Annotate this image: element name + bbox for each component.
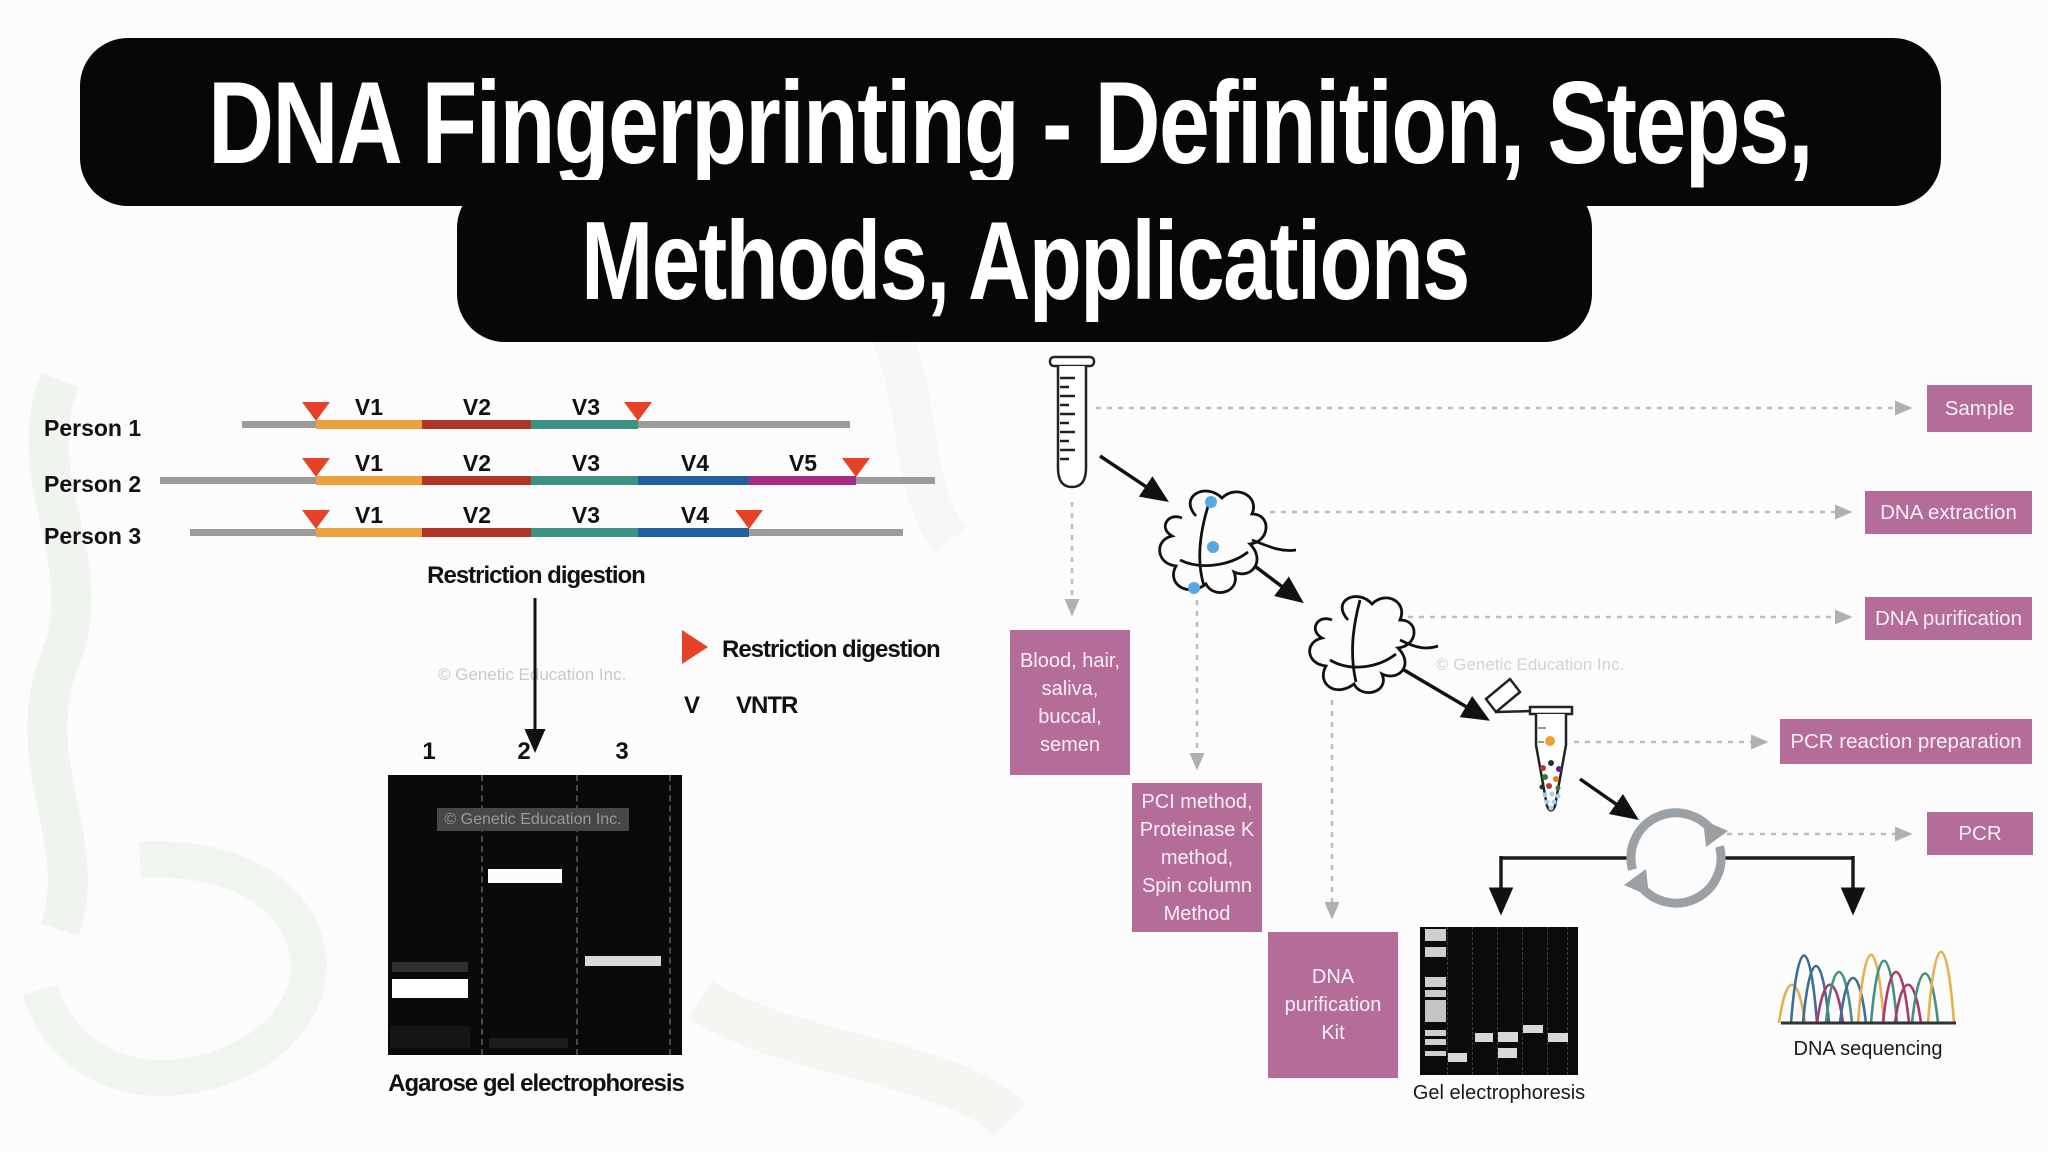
person-3-vntr-segment	[531, 528, 638, 537]
gel-band	[1498, 1048, 1517, 1058]
restriction-site-icon	[624, 402, 652, 421]
gel-lane-number-2: 2	[517, 738, 531, 765]
person-3-label: Person 3	[44, 523, 142, 549]
gel-band	[1548, 1033, 1568, 1042]
vntr-label: V2	[462, 502, 492, 528]
title-banner-top: DNA Fingerprinting - Definition, Steps,	[80, 38, 1941, 206]
gel-band	[392, 962, 468, 972]
pcr-gel-caption: Gel electrophoresis	[1412, 1082, 1586, 1104]
dna-sequencing-caption: DNA sequencing	[1793, 1038, 1943, 1060]
title-banner-bottom: Methods, Applications	[457, 180, 1592, 342]
gel-lane-number-3: 3	[615, 738, 629, 765]
gel-lane-divider	[1447, 927, 1448, 1075]
ladder-band	[1425, 1051, 1446, 1056]
person-2-vntr-segment	[531, 476, 638, 485]
person-1-vntr-segment	[316, 420, 422, 429]
watermark-text: © Genetic Education Inc.	[1436, 655, 1625, 674]
person-2-label: Person 2	[44, 471, 142, 497]
gel-band	[392, 979, 468, 998]
stage-box-pcr: PCR	[1927, 812, 2033, 855]
ladder-band	[1425, 990, 1446, 997]
agarose-gel: © Genetic Education Inc.	[388, 775, 682, 1055]
sample-sources-box: Blood, hair, saliva, buccal, semen	[1010, 630, 1130, 775]
sample-test-tube-icon	[1048, 355, 1096, 489]
legend-vntr-label: VNTR	[736, 692, 798, 719]
person-3-vntr-segment	[422, 528, 531, 537]
pcr-gel-electrophoresis	[1420, 927, 1578, 1075]
vntr-label: V3	[571, 502, 601, 528]
page-title-line2: Methods, Applications	[580, 199, 1470, 323]
ladder-band	[1425, 1030, 1446, 1036]
ladder-band	[1425, 947, 1446, 957]
vntr-label: V4	[680, 502, 710, 528]
watermark-text: © Genetic Education Inc.	[438, 665, 627, 684]
person-3-vntr-segment	[638, 528, 749, 537]
vntr-label: V2	[462, 450, 492, 476]
purified-dna-icon	[1308, 595, 1439, 694]
ladder-band	[1425, 977, 1446, 987]
legend-restriction-label: Restriction digestion	[722, 636, 941, 663]
vntr-label: V1	[354, 502, 384, 528]
vntr-label: V3	[571, 394, 601, 420]
gel-lane-number-1: 1	[422, 738, 436, 765]
restriction-site-icon	[842, 458, 870, 477]
gel-band	[585, 956, 661, 966]
agarose-gel-caption: Agarose gel electrophoresis	[388, 1070, 685, 1097]
stage-box-sample: Sample	[1927, 385, 2032, 432]
gel-band	[390, 1026, 470, 1048]
restriction-site-icon	[302, 510, 330, 529]
vntr-label: V4	[680, 450, 710, 476]
restriction-site-legend-icon	[682, 630, 708, 664]
gel-band	[1475, 1033, 1493, 1042]
stage-box-dna-extraction: DNA extraction	[1865, 491, 2032, 534]
person-2-vntr-segment	[749, 476, 856, 485]
person-1-vntr-segment	[531, 420, 638, 429]
restriction-site-icon	[735, 510, 763, 529]
gel-band	[489, 1038, 568, 1048]
legend-v-symbol: V	[684, 692, 700, 719]
gel-lane-divider	[481, 775, 483, 1055]
pcr-microtube-icon	[1484, 677, 1574, 812]
restriction-site-icon	[302, 458, 330, 477]
watermark-text: © Genetic Education Inc.	[437, 808, 629, 831]
person-3-vntr-segment	[316, 528, 422, 537]
pcr-cycle-icon	[1624, 808, 1728, 908]
vntr-label: V1	[354, 450, 384, 476]
gel-lane-divider	[576, 775, 578, 1055]
person-2-vntr-segment	[422, 476, 531, 485]
vntr-label: V1	[354, 394, 384, 420]
purification-kit-box: DNA purification Kit	[1268, 932, 1398, 1078]
vntr-label: V3	[571, 450, 601, 476]
ladder-band	[1425, 929, 1446, 941]
gel-lane-divider	[1567, 927, 1568, 1075]
gel-band	[1448, 1053, 1467, 1062]
gel-lane-divider	[1522, 927, 1523, 1075]
restriction-digestion-heading: Restriction digestion	[427, 562, 646, 589]
vntr-label: V5	[788, 450, 818, 476]
sequencing-chromatogram	[1777, 950, 1956, 1025]
gel-lane-divider	[1472, 927, 1473, 1075]
person-1-vntr-segment	[422, 420, 531, 429]
vntr-label: V2	[462, 394, 492, 420]
extracted-dna-icon	[1158, 489, 1297, 594]
person-1-label: Person 1	[44, 415, 142, 441]
ladder-band	[1425, 1000, 1446, 1022]
page-title-line1: DNA Fingerprinting - Definition, Steps,	[208, 56, 1814, 188]
gel-band	[488, 869, 562, 883]
person-2-vntr-segment	[316, 476, 422, 485]
stage-box-pcr-prep: PCR reaction preparation	[1780, 719, 2032, 764]
extraction-methods-box: PCI method, Proteinase K method, Spin co…	[1132, 783, 1262, 932]
gel-lane-divider	[1547, 927, 1548, 1075]
gel-lane-divider	[669, 775, 671, 1055]
workflow-arrows	[1099, 454, 1639, 821]
restriction-site-icon	[302, 402, 330, 421]
ladder-band	[1425, 1039, 1446, 1045]
pcr-output-connector	[1488, 856, 1866, 916]
gel-lane-divider	[1497, 927, 1498, 1075]
stage-box-dna-purification: DNA purification	[1865, 597, 2032, 640]
person-2-vntr-segment	[638, 476, 749, 485]
gel-band	[1498, 1032, 1518, 1042]
gel-band	[1523, 1025, 1543, 1033]
